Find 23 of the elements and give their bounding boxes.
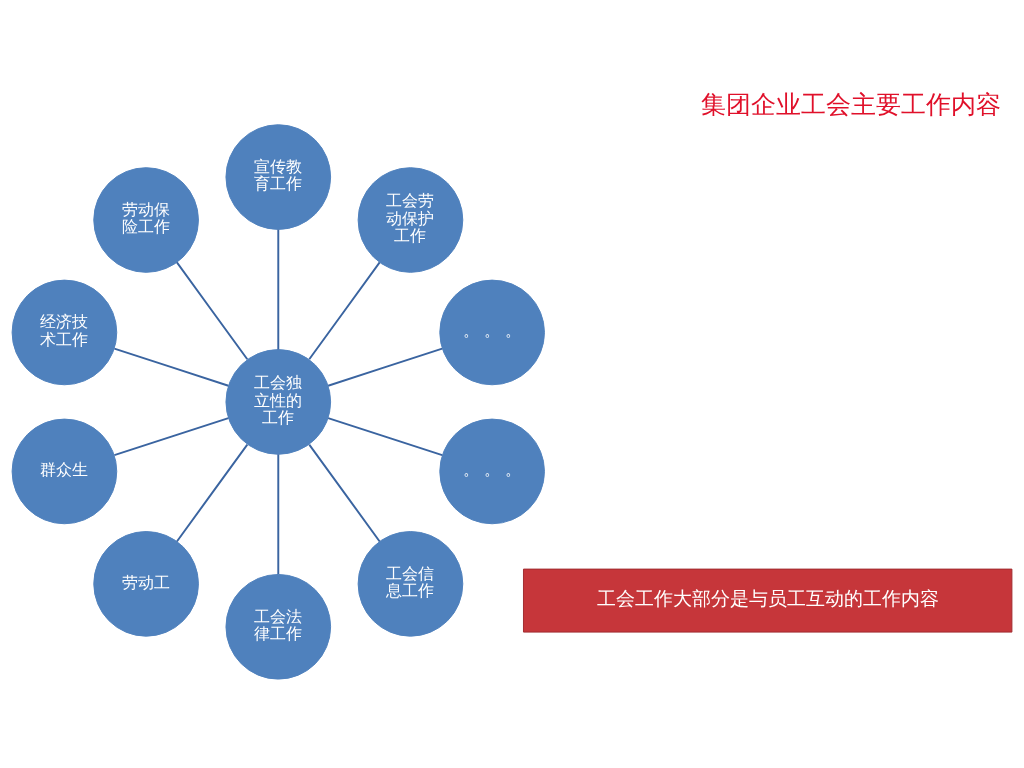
connector (113, 347, 230, 387)
node-circle: 经济技术工作 (11, 279, 118, 386)
node-circle: 群众生 (11, 418, 118, 525)
connector (308, 261, 381, 361)
node-circle: 工会独立性的工作 (225, 349, 332, 455)
diagram-title: 集团企业工会主要工作内容 (701, 89, 1002, 119)
node-circle: 劳动工 (93, 531, 199, 637)
node-circle: 。 。 。 (439, 418, 545, 525)
node-circle: 工会劳动保护工作 (357, 167, 464, 273)
connector (327, 417, 444, 457)
node-circle: 工会法律工作 (225, 573, 332, 680)
node-circle: 。 。 。 (439, 279, 545, 386)
node-box: 工会工作大部分是与员工互动的工作内容 (523, 568, 1013, 633)
connector (175, 443, 249, 543)
connector (277, 228, 280, 351)
connector (277, 453, 280, 576)
node-circle: 宣传教育工作 (225, 124, 332, 230)
connector (175, 261, 249, 361)
connector (308, 443, 381, 543)
connector (113, 417, 230, 457)
node-circle: 劳动保险工作 (93, 167, 199, 273)
node-circle: 工会信息工作 (357, 531, 464, 637)
connector (327, 347, 444, 387)
